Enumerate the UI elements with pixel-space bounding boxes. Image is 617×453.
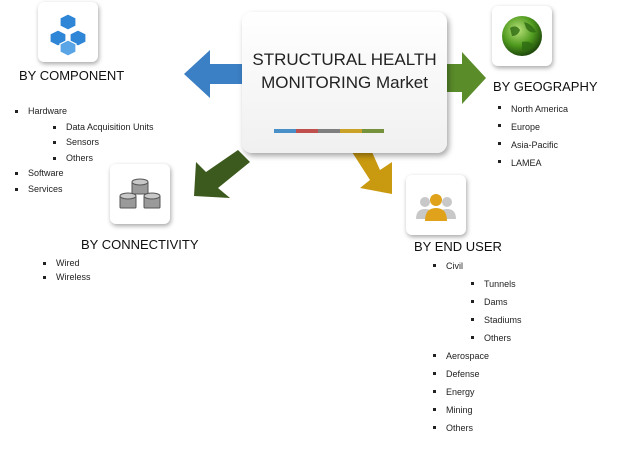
connectivity-list: Wired Wireless [43, 256, 91, 284]
list-item: Others [471, 329, 522, 347]
color-bar-segment [340, 129, 362, 133]
center-title-line-2: MONITORING Market [261, 73, 428, 92]
cubes-icon [49, 13, 87, 57]
end-user-list: Civil Tunnels Dams Stadiums Others Aeros… [433, 257, 522, 437]
arrow-to-component [184, 50, 244, 98]
list-item: North America [497, 100, 568, 118]
list-item: Others [433, 419, 522, 437]
list-item: Energy [433, 383, 522, 401]
color-bar-segment [296, 129, 318, 133]
end-user-heading: BY END USER [414, 239, 502, 254]
color-bar-segment [362, 129, 384, 133]
list-item-label: Hardware [28, 106, 68, 116]
list-item: Wireless [43, 272, 91, 282]
list-item: Others [53, 151, 154, 167]
color-bar [274, 129, 384, 133]
component-heading: BY COMPONENT [19, 68, 125, 83]
center-title-box: STRUCTURAL HEALTH MONITORING Market [242, 12, 447, 153]
list-item: Stadiums [471, 311, 522, 329]
color-bar-segment [274, 129, 296, 133]
list-item: Software [15, 166, 154, 182]
list-item: Aerospace [433, 347, 522, 365]
arrow-to-connectivity [194, 150, 250, 198]
connectivity-icon-tile [110, 164, 170, 224]
sub-list: Data Acquisition Units Sensors Others [53, 120, 154, 167]
users-icon [416, 194, 456, 221]
list-item: Sensors [53, 135, 154, 151]
geography-list: North America Europe Asia-Pacific LAMEA [497, 100, 568, 172]
list-item: Civil Tunnels Dams Stadiums Others [433, 257, 522, 347]
list-item: Mining [433, 401, 522, 419]
center-title: STRUCTURAL HEALTH MONITORING Market [252, 48, 437, 94]
color-bar-segment [318, 129, 340, 133]
list-item-label: Civil [446, 261, 463, 271]
sub-list: Tunnels Dams Stadiums Others [471, 275, 522, 347]
component-list: Hardware Data Acquisition Units Sensors … [15, 104, 154, 198]
list-item: Tunnels [471, 275, 522, 293]
list-item: Asia-Pacific [497, 136, 568, 154]
arrow-to-end-user [352, 152, 392, 194]
list-item: Defense [433, 365, 522, 383]
center-title-line-1: STRUCTURAL HEALTH [252, 50, 437, 69]
list-item: LAMEA [497, 154, 568, 172]
end-user-icon-tile [406, 175, 466, 235]
arrow-to-geography [447, 52, 486, 104]
list-item: Wired [43, 256, 91, 270]
connectivity-heading: BY CONNECTIVITY [81, 237, 199, 252]
list-item: Services [15, 182, 154, 198]
component-icon-tile [38, 2, 98, 62]
list-item: Data Acquisition Units [53, 120, 154, 136]
list-item: Hardware Data Acquisition Units Sensors … [15, 104, 154, 167]
globe-icon [502, 16, 542, 56]
list-item: Europe [497, 118, 568, 136]
database-cylinders-icon [119, 178, 161, 209]
geography-icon-tile [492, 6, 552, 66]
list-item: Dams [471, 293, 522, 311]
geography-heading: BY GEOGRAPHY [493, 79, 598, 94]
